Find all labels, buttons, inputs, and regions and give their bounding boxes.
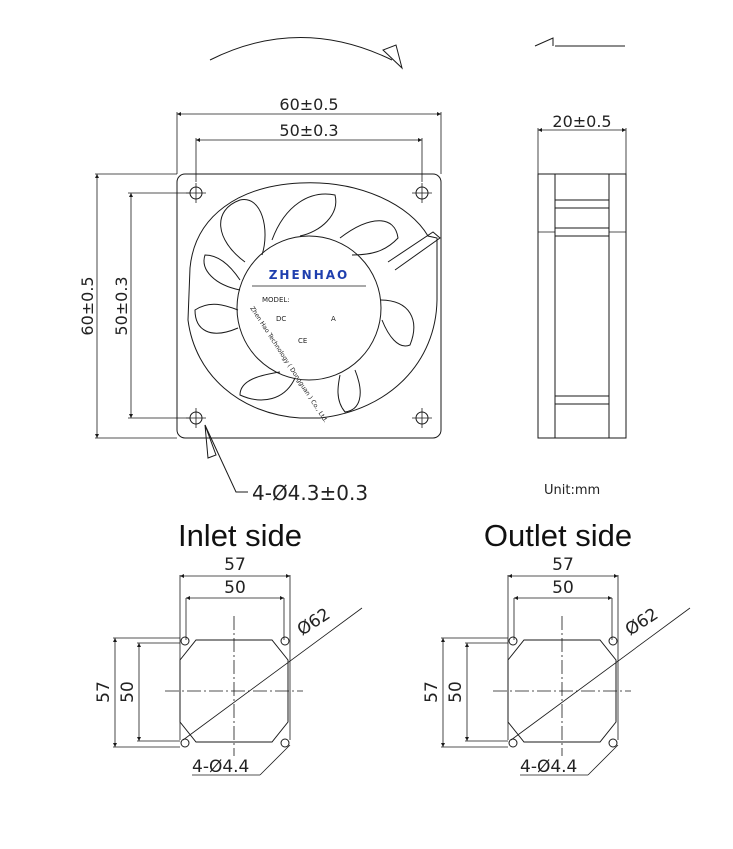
mount-hole [180, 738, 190, 748]
mount-hole [508, 738, 518, 748]
label-model: MODEL: [262, 296, 290, 304]
brand-logo: ZHENHAO [269, 268, 350, 282]
mount-hole [180, 636, 190, 646]
fan-front-view: ZHENHAO MODEL: DC A CE Zhen Hao Technolo… [176, 173, 442, 439]
label-dc: DC [276, 315, 286, 323]
dim-width-overall: 60±0.5 [279, 95, 338, 114]
fan-side-view: 20±0.5 [537, 112, 627, 439]
outlet-holes: 4-Ø4.4 [520, 757, 577, 777]
label-ce: CE [298, 337, 307, 345]
outlet-dim-50-side: 50 [446, 681, 466, 703]
inlet-dim-50-top: 50 [224, 578, 246, 598]
mount-hole [280, 738, 290, 748]
inlet-title: Inlet side [178, 518, 302, 553]
dim-width-holes: 50±0.3 [279, 121, 338, 140]
outlet-title: Outlet side [484, 518, 632, 553]
inlet-diameter: Ø62 [294, 604, 334, 640]
dim-depth: 20±0.5 [552, 112, 611, 131]
inlet-diagram: 57 50 57 50 Ø62 4-Ø4.4 [94, 555, 363, 777]
rotation-arrow-icon [209, 37, 403, 70]
outlet-dim-50-top: 50 [552, 578, 574, 598]
label-amp: A [331, 315, 336, 323]
airflow-arrow-icon [534, 37, 625, 47]
inlet-dim-57-side: 57 [94, 681, 114, 703]
unit-label: Unit:mm [544, 483, 600, 498]
mount-hole [508, 636, 518, 646]
mount-hole [412, 183, 432, 203]
inlet-dim-50-side: 50 [118, 681, 138, 703]
dim-height-holes: 50±0.3 [112, 276, 131, 335]
outlet-dim-57-side: 57 [422, 681, 442, 703]
label-company: Zhen Hao Technology ( Dongguan ) Co., Lt… [248, 305, 329, 424]
outlet-diameter: Ø62 [622, 604, 662, 640]
mount-hole [412, 408, 432, 428]
dim-height-overall: 60±0.5 [78, 276, 97, 335]
mount-hole [608, 636, 618, 646]
mount-hole [280, 636, 290, 646]
main-dimensions: 60±0.5 50±0.3 60±0.5 50±0.3 4-Ø4.3±0.3 [78, 95, 442, 505]
outlet-diagram: 57 50 57 50 Ø62 4-Ø4.4 [422, 555, 691, 777]
inlet-holes: 4-Ø4.4 [192, 757, 249, 777]
outlet-dim-57-top: 57 [552, 555, 574, 575]
mount-hole [608, 738, 618, 748]
inlet-dim-57-top: 57 [224, 555, 246, 575]
dim-mount-holes: 4-Ø4.3±0.3 [252, 481, 368, 505]
